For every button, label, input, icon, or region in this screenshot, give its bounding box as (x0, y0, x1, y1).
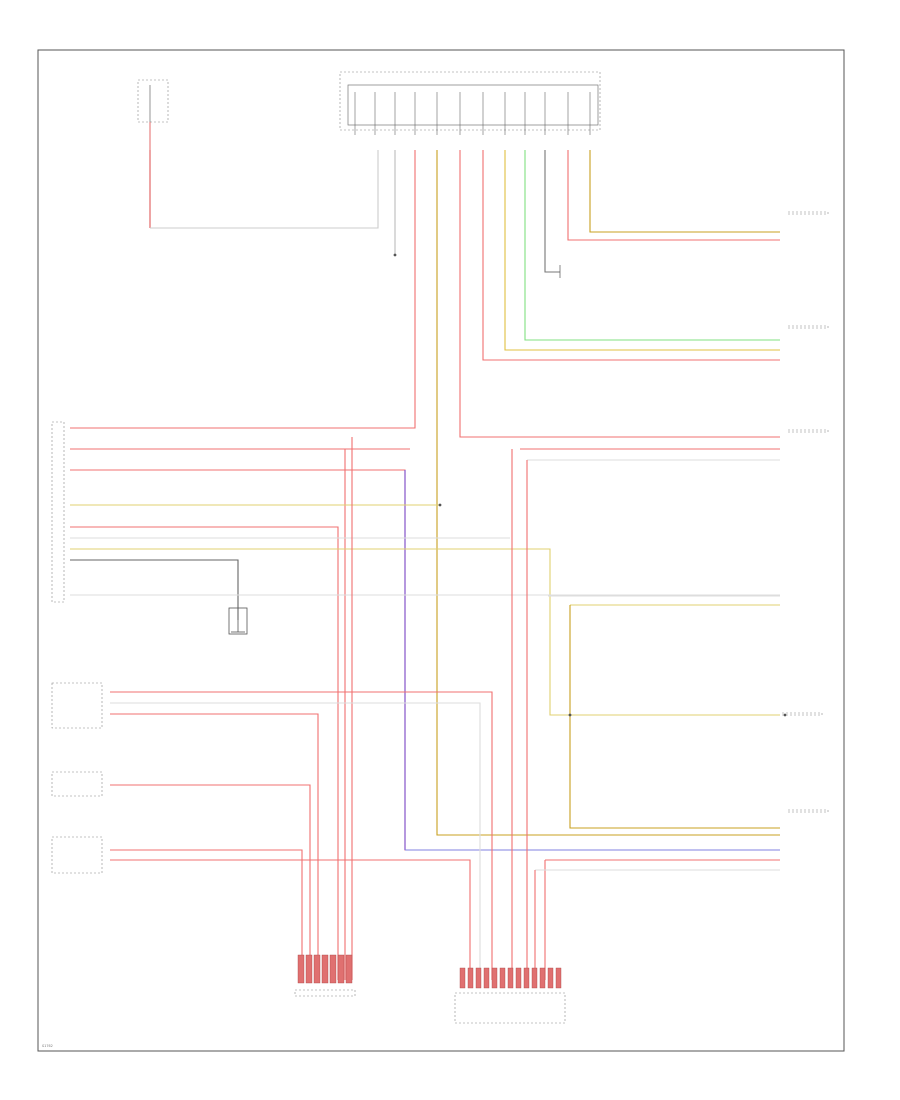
cruise-control-unit (51, 682, 103, 729)
bottom-connector-left (294, 954, 356, 997)
right-connectors (781, 211, 829, 813)
horn-unit (51, 771, 103, 797)
diagram-frame (37, 49, 845, 1052)
ground-icon (228, 607, 248, 635)
splice-points (393, 253, 787, 717)
main-control-unit (339, 71, 601, 135)
wire-bundle (70, 150, 780, 980)
left-connector-pins (51, 421, 65, 603)
fuse-block-top-left (137, 79, 169, 150)
brake-switch-unit (51, 836, 103, 874)
figure-code: G1762 (42, 1044, 53, 1048)
bottom-connector-right (454, 967, 566, 1024)
